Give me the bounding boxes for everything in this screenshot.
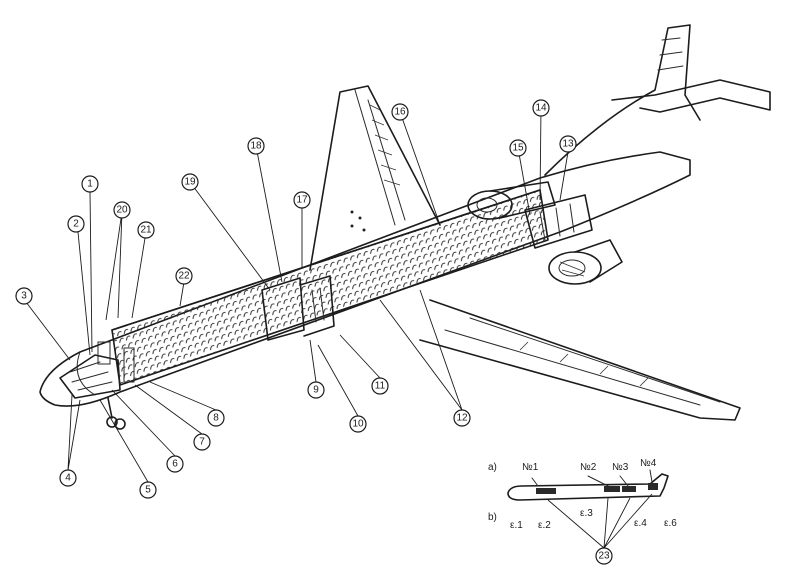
- callout-23: 23: [595, 547, 613, 565]
- svg-text:17: 17: [296, 195, 308, 206]
- callout-11: 11: [371, 377, 389, 395]
- exit-label-4: ε.4: [634, 518, 647, 529]
- exit-label-6: ε.6: [664, 518, 677, 529]
- callout-5: 5: [139, 481, 157, 499]
- inset-fuselage: [507, 469, 669, 501]
- callouts: 1 2 3 4 5 6 7 8 9 10 11 12 13 14 15 16 1…: [15, 99, 613, 565]
- callout-15: 15: [509, 139, 527, 157]
- lower-wing: [419, 299, 741, 421]
- aft-compartment: [524, 194, 593, 249]
- callout-7: 7: [193, 433, 211, 451]
- svg-text:14: 14: [535, 103, 547, 114]
- svg-text:18: 18: [250, 141, 262, 152]
- galley-section: [261, 275, 335, 341]
- tank-label-1: №1: [522, 462, 539, 473]
- tank-label-3: №3: [612, 462, 629, 473]
- callout-9: 9: [307, 381, 325, 399]
- exit-label-3: ε.3: [580, 508, 593, 519]
- exit-label-1: ε.1: [510, 520, 523, 531]
- exit-label-2: ε.2: [538, 520, 551, 531]
- tank-label-2: №2: [580, 462, 597, 473]
- svg-text:2: 2: [73, 219, 79, 230]
- svg-text:16: 16: [394, 107, 406, 118]
- callout-1: 1: [81, 175, 99, 193]
- callout-17: 17: [293, 191, 311, 209]
- callout-19: 19: [181, 173, 199, 191]
- callout-16: 16: [391, 103, 409, 121]
- engine-upper: [467, 181, 556, 220]
- inset-schematic: a) b) №1 №2 №3 №4 ε.1 ε.2 ε.3 ε.4 ε.6: [488, 458, 677, 549]
- cockpit: [59, 341, 135, 399]
- svg-text:11: 11: [375, 381, 386, 392]
- svg-text:12: 12: [456, 413, 468, 424]
- svg-text:22: 22: [178, 271, 190, 282]
- callout-21: 21: [137, 221, 155, 239]
- callout-22: 22: [175, 267, 193, 285]
- svg-text:20: 20: [116, 205, 128, 216]
- callout-12: 12: [453, 409, 471, 427]
- svg-text:15: 15: [512, 143, 524, 154]
- callout-13: 13: [559, 135, 577, 153]
- callout-4: 4: [59, 469, 77, 487]
- callout-2: 2: [67, 215, 85, 233]
- inset-row-b-label: b): [488, 512, 497, 523]
- svg-text:19: 19: [184, 177, 196, 188]
- svg-text:7: 7: [199, 437, 205, 448]
- callout-leaders: [25, 107, 569, 483]
- svg-text:13: 13: [562, 139, 574, 150]
- svg-text:8: 8: [213, 413, 219, 424]
- callout-3: 3: [15, 287, 33, 305]
- upper-wing: [309, 85, 441, 271]
- svg-text:10: 10: [352, 419, 364, 430]
- svg-text:1: 1: [87, 179, 93, 190]
- tank-label-4: №4: [640, 458, 657, 469]
- callout-6: 6: [166, 455, 184, 473]
- svg-text:5: 5: [145, 485, 151, 496]
- engine-lower: [548, 239, 623, 285]
- svg-text:23: 23: [598, 551, 610, 562]
- callout-18: 18: [247, 137, 265, 155]
- svg-text:6: 6: [172, 459, 178, 470]
- callout-20: 20: [113, 201, 131, 219]
- nose-landing-gear: [106, 397, 126, 430]
- inset-row-a-label: a): [488, 462, 497, 473]
- tail-assembly: [544, 24, 771, 176]
- callout-8: 8: [207, 409, 225, 427]
- svg-text:21: 21: [140, 225, 152, 236]
- svg-text:9: 9: [313, 385, 319, 396]
- svg-text:4: 4: [65, 473, 71, 484]
- callout-10: 10: [349, 415, 367, 433]
- callout-14: 14: [532, 99, 550, 117]
- svg-text:3: 3: [21, 291, 27, 302]
